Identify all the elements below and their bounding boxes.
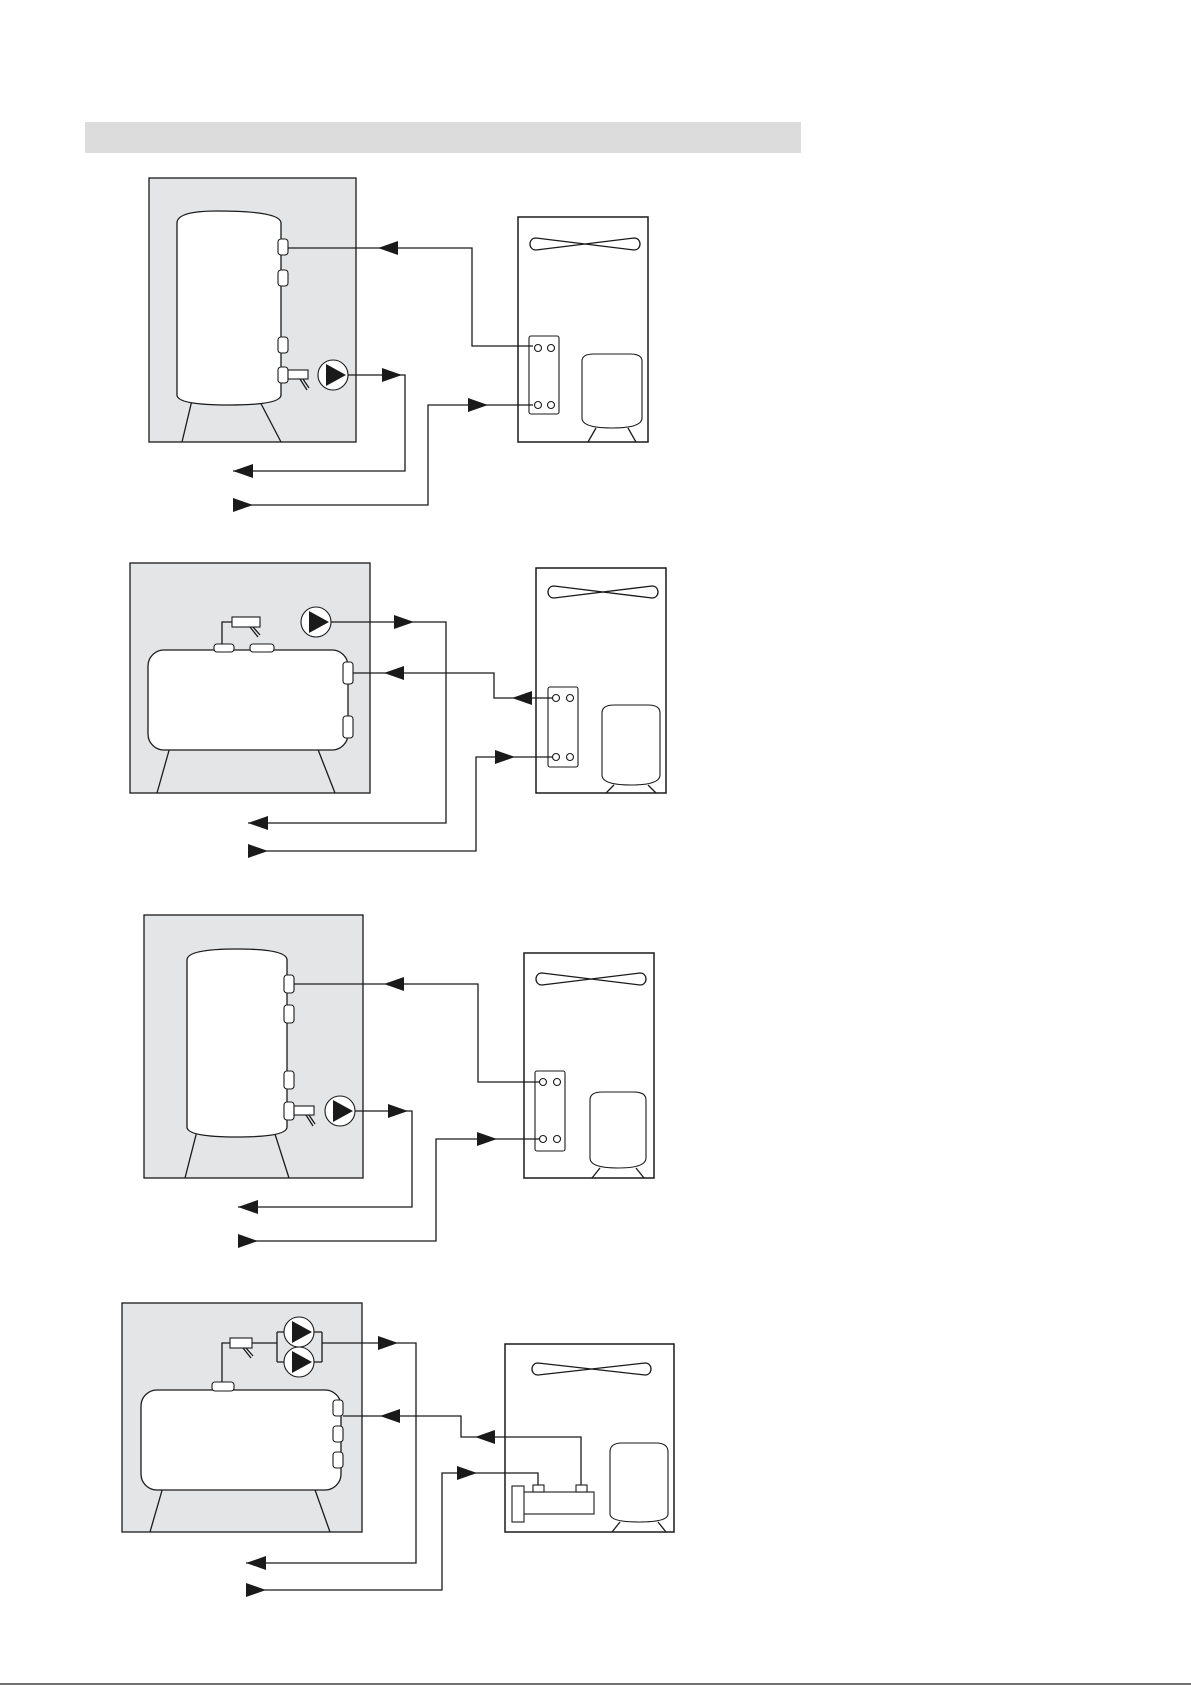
- compressor: [590, 1092, 646, 1168]
- diagram-2: [130, 563, 666, 858]
- compressor: [602, 705, 660, 785]
- outdoor-heat-pump-unit: [524, 953, 654, 1178]
- storage-tank: [148, 650, 348, 750]
- header-band: [85, 122, 801, 153]
- storage-tank: [187, 949, 287, 1137]
- circulation-pump: [325, 1096, 355, 1126]
- outdoor-heat-pump-unit: [518, 217, 648, 442]
- outdoor-heat-pump-unit: [505, 1344, 674, 1532]
- compressor: [610, 1443, 668, 1522]
- storage-tank: [177, 211, 281, 405]
- circulation-pump: [301, 607, 331, 637]
- compressor: [582, 354, 642, 428]
- outdoor-heat-pump-unit: [536, 568, 666, 793]
- storage-tank: [141, 1390, 341, 1490]
- diagram-1: [149, 178, 648, 512]
- circulation-pump: [318, 360, 348, 390]
- diagram-3: [144, 915, 654, 1248]
- diagram-4: [122, 1303, 674, 1597]
